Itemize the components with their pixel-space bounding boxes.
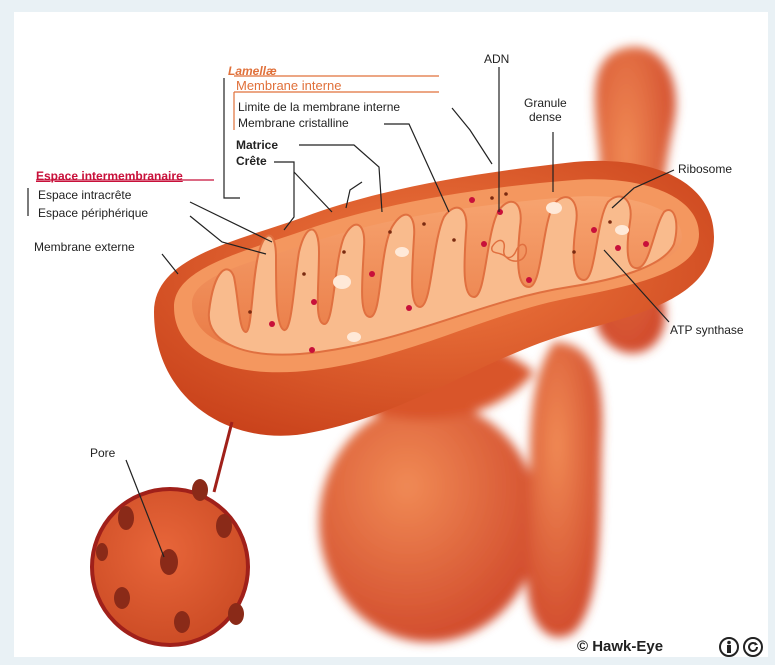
inner-boundary-label: Limite de la membrane interne <box>238 100 400 114</box>
figure-panel: Lamellæ Membrane interne Limite de la me… <box>14 12 768 657</box>
cristal-membrane-label: Membrane cristalline <box>238 116 349 130</box>
dna-label: ADN <box>484 52 509 66</box>
atp-synthase-label: ATP synthase <box>670 323 744 337</box>
intracrista-label: Espace intracrête <box>38 188 131 202</box>
matrix-label: Matrice <box>236 138 278 152</box>
outer-membrane-label: Membrane externe <box>34 240 135 254</box>
granule-label: Granule dense <box>524 96 567 124</box>
peripheral-label: Espace périphérique <box>38 206 148 220</box>
cc-by-sa-icon[interactable] <box>718 636 766 658</box>
inner-membrane-label: Membrane interne <box>236 79 342 93</box>
pore-label: Pore <box>90 446 115 460</box>
ribosome-label: Ribosome <box>678 162 732 176</box>
lamellae-heading: Lamellæ <box>228 64 277 78</box>
credit-text: © Hawk-Eye <box>577 638 663 655</box>
intermembrane-heading: Espace intermembranaire <box>36 169 183 183</box>
crista-label: Crête <box>236 154 267 168</box>
pore-magnifier <box>92 422 248 645</box>
